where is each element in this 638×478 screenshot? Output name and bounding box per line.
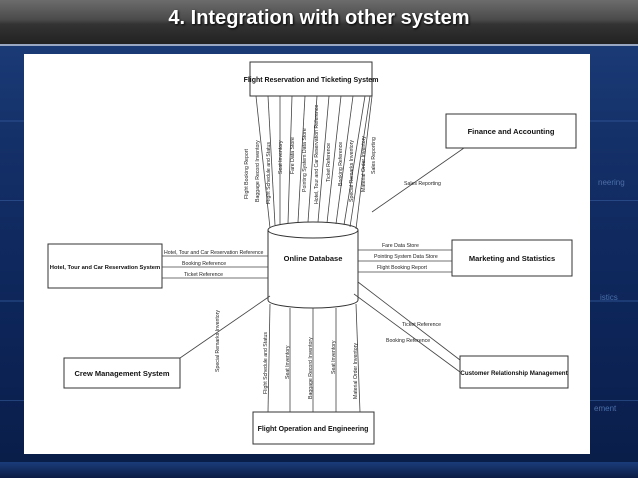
- hotel-label: Hotel, Tour and Car Reservation System: [50, 265, 160, 271]
- title-bar: 4. Integration with other system: [0, 0, 638, 46]
- frts-flow-label: Flight Booking Report: [244, 149, 250, 199]
- frts-flow-label: Ticket Reference: [326, 143, 332, 182]
- finance-label: Finance and Accounting: [468, 127, 555, 136]
- background-text: ement: [594, 404, 617, 413]
- frts-box: [249, 61, 373, 97]
- fope-flow-label: Seat Inventory: [285, 345, 291, 379]
- slide-title: 4. Integration with other system: [168, 7, 470, 29]
- hotel-flow-label: Ticket Reference: [184, 272, 223, 278]
- frts-flow-label: Fare Data Store: [290, 137, 296, 174]
- hotel-box: [47, 243, 163, 289]
- integration-diagram: Flight Reservation and Ticketing System …: [47, 61, 577, 445]
- crm-box: [459, 355, 569, 389]
- frts-flow-label: Baggage Record Inventory: [255, 140, 261, 202]
- frts-flow-label: Seat Inventory: [278, 140, 284, 174]
- frts-flow-label: Hotel, Tour and Car Reservation Referenc…: [314, 105, 320, 204]
- frts-flow-label: Pointing System Data Store: [302, 128, 308, 192]
- frts-flow-label: Booking Reference: [338, 142, 344, 186]
- crew-flow-label: Special Remarks Inventory: [215, 310, 221, 372]
- marketing-box: [451, 239, 573, 277]
- fope-box: [252, 411, 375, 445]
- hotel-flow-label: Hotel, Tour and Car Reservation Referenc…: [164, 250, 263, 256]
- frts-label: Flight Reservation and Ticketing System: [244, 77, 379, 84]
- crm-flow-label: Ticket Reference: [402, 322, 441, 328]
- marketing-flow-label: Pointing System Data Store: [374, 254, 438, 260]
- frts-flow-label: Special Remarks Inventory: [349, 140, 355, 202]
- finance-flow-label: Sales Reporting: [404, 181, 441, 187]
- marketing-flow-label: Fare Data Store: [382, 243, 419, 249]
- background-text: istics: [600, 293, 618, 302]
- frts-flow-label: Material Order Inventory: [361, 136, 367, 192]
- fope-flow-label: Material Order Inventory: [353, 343, 359, 399]
- fope-label: Flight Operation and Engineering: [258, 426, 369, 433]
- crew-box: [63, 357, 181, 389]
- online-database-label: Online Database: [284, 254, 343, 263]
- crm-flow-label: Booking Reference: [386, 338, 430, 344]
- online-database-cylinder: [267, 221, 359, 309]
- diagram-panel: Flight Reservation and Ticketing System …: [24, 54, 590, 454]
- frts-flow-label: Flight Schedule and Status: [266, 142, 272, 204]
- marketing-label: Marketing and Statistics: [469, 254, 555, 263]
- finance-box: [445, 113, 577, 149]
- fope-flow-label: Seat Inventory: [331, 340, 337, 374]
- fope-flow-label: Baggage Record Inventory: [308, 337, 314, 399]
- background-text: neering: [598, 178, 625, 187]
- frts-flow-label: Sales Reporting: [371, 137, 377, 174]
- crm-label: Customer Relationship Management: [460, 370, 567, 377]
- fope-flow-label: Flight Schedule and Status: [263, 332, 269, 394]
- hotel-flow-label: Booking Reference: [182, 261, 226, 267]
- crew-label: Crew Management System: [74, 369, 169, 378]
- marketing-flow-label: Flight Booking Report: [377, 265, 427, 271]
